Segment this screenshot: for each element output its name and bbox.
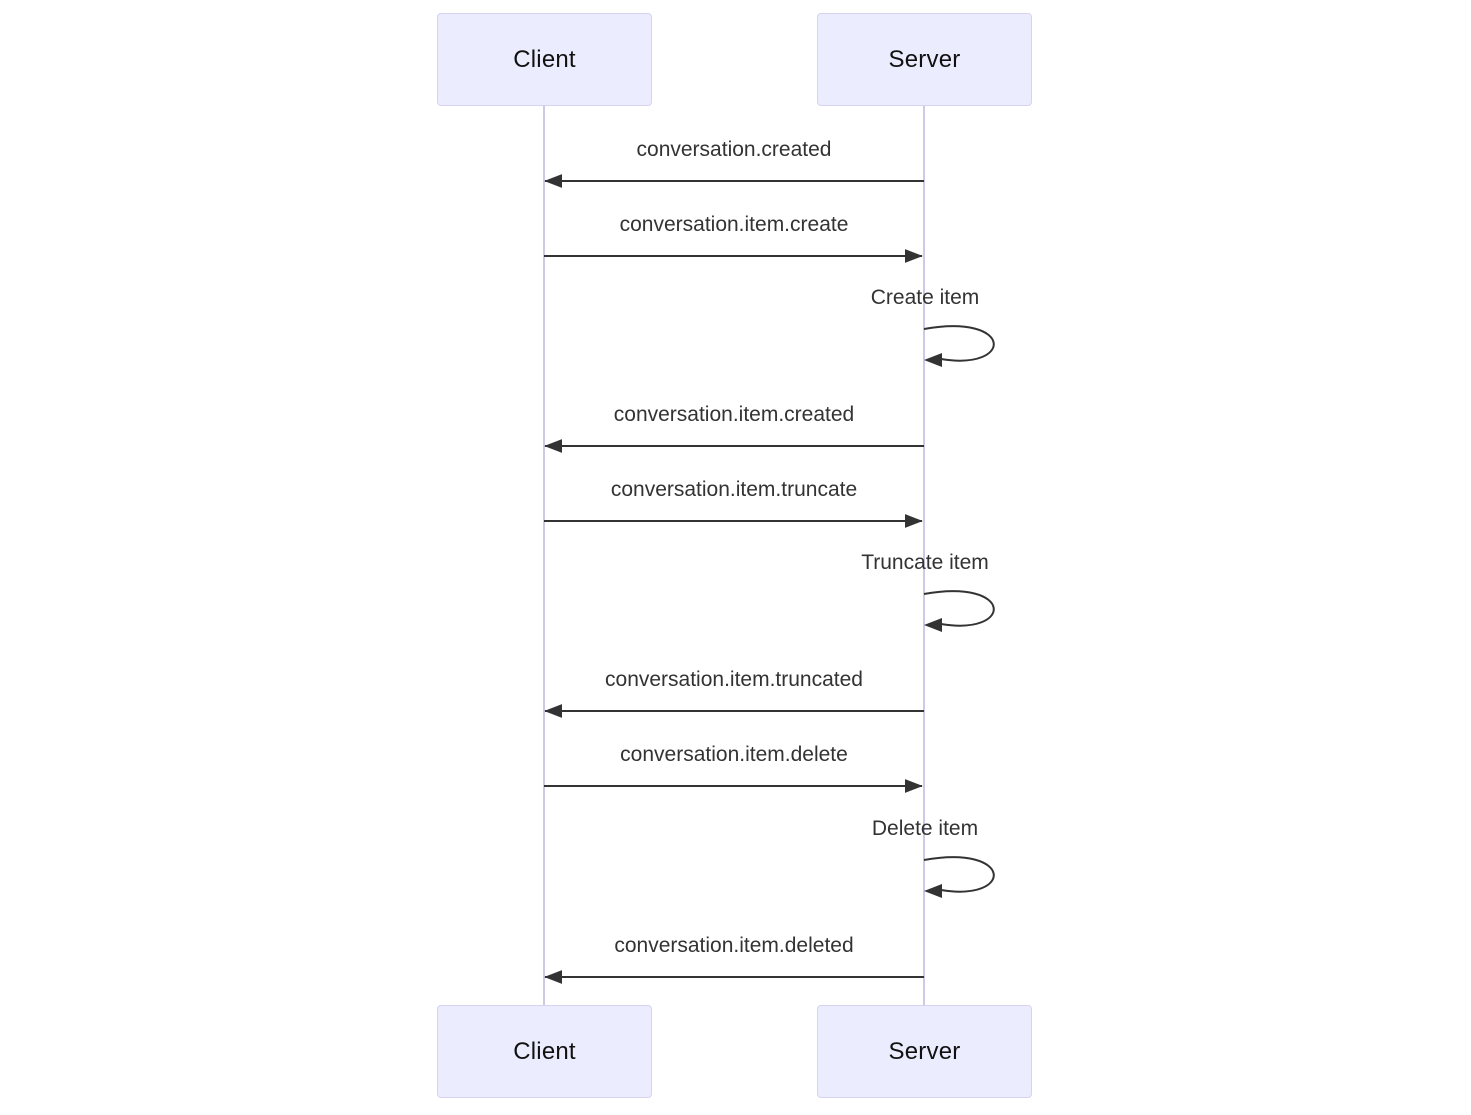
arrowhead-icon xyxy=(924,353,942,367)
actor-server-bottom: Server xyxy=(817,1005,1032,1098)
actor-client-bottom-label: Client xyxy=(513,1037,576,1065)
actor-client-bottom: Client xyxy=(437,1005,652,1098)
actor-server-top-label: Server xyxy=(888,45,961,73)
message-label-create-item: Create item xyxy=(870,286,980,309)
self-loop-create-item xyxy=(923,325,995,362)
self-loop-delete-item xyxy=(923,856,995,893)
self-loop-truncate-item xyxy=(923,590,995,627)
arrowhead-icon xyxy=(924,884,942,898)
message-label-conversation-item-delete: conversation.item.delete xyxy=(620,743,848,766)
message-label-conversation-item-create: conversation.item.create xyxy=(619,213,849,236)
message-label-conversation-created: conversation.created xyxy=(636,138,832,161)
actor-server-bottom-label: Server xyxy=(888,1037,961,1065)
message-label-conversation-item-truncate: conversation.item.truncate xyxy=(610,478,858,501)
arrowhead-icon xyxy=(924,618,942,632)
message-label-conversation-item-truncated: conversation.item.truncated xyxy=(605,668,863,691)
actor-client-top-label: Client xyxy=(513,45,576,73)
actor-client-top: Client xyxy=(437,13,652,106)
actor-server-top: Server xyxy=(817,13,1032,106)
message-label-truncate-item: Truncate item xyxy=(861,551,989,574)
message-label-conversation-item-deleted: conversation.item.deleted xyxy=(614,934,854,957)
message-label-delete-item: Delete item xyxy=(871,817,979,840)
message-label-conversation-item-created: conversation.item.created xyxy=(613,403,855,426)
